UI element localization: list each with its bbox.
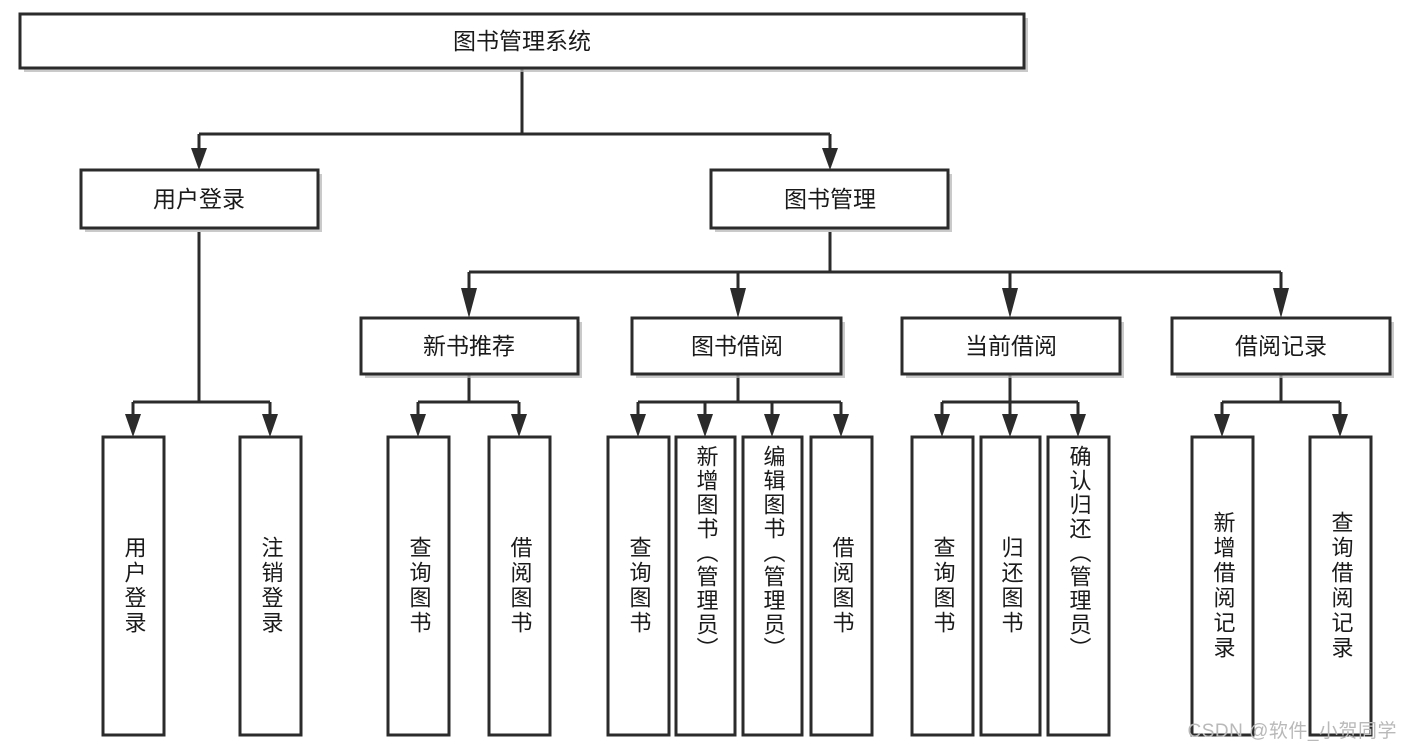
arrow-head-leaf-confirm-return — [1070, 414, 1086, 437]
arrow-head-leaf-borrow-book-2 — [833, 414, 849, 437]
arrow-head-bookmanage — [822, 148, 838, 170]
root-box — [18, 12, 1026, 70]
arrow-head-leaf-query-book-1 — [410, 414, 426, 437]
leaf-query-book-1-box[interactable] — [386, 435, 451, 737]
leaf-query-book-2-box[interactable] — [606, 435, 671, 737]
leaf-user-logout-box[interactable] — [238, 435, 303, 737]
arrow-head-userlogin — [191, 148, 207, 170]
leaf-confirm-return-box[interactable] — [1046, 435, 1111, 737]
arrow-head-new-book-rec — [461, 288, 477, 318]
node-root[interactable]: 图书管理系统 — [18, 12, 1028, 72]
arrow-head-leaf-query-book-2 — [630, 414, 646, 437]
arrow-head-leaf-query-book-3 — [934, 414, 950, 437]
leaf-edit-book-box[interactable] — [741, 435, 804, 737]
leaf-boxes-layer — [101, 435, 1373, 737]
arrow-head-leaf-edit-book — [764, 414, 780, 437]
leaf-add-record-box[interactable] — [1190, 435, 1255, 737]
leaf-user-login-box[interactable] — [101, 435, 166, 737]
leaf-query-book-3-box[interactable] — [910, 435, 975, 737]
current-borrow-label: 当前借阅 — [965, 333, 1057, 359]
leaf-borrow-book-1-box[interactable] — [487, 435, 552, 737]
node-user-login[interactable]: 用户登录 — [79, 168, 322, 232]
connector-layer — [125, 68, 1348, 437]
arrow-head-borrow-record — [1273, 288, 1289, 318]
root-label: 图书管理系统 — [453, 28, 591, 54]
user-login-label: 用户登录 — [153, 186, 245, 212]
book-borrow-label: 图书借阅 — [691, 333, 783, 359]
leaf-query-record-box[interactable] — [1308, 435, 1373, 737]
leaf-borrow-book-2-box[interactable] — [809, 435, 874, 737]
leaf-add-book-box[interactable] — [674, 435, 737, 737]
user-login-box — [79, 168, 320, 230]
book-manage-label: 图书管理 — [784, 186, 876, 212]
arrow-head-leaf-add-record — [1214, 414, 1230, 437]
arrow-head-leaf-return-book — [1002, 414, 1018, 437]
new-book-rec-label: 新书推荐 — [423, 333, 515, 359]
node-current-borrow[interactable]: 当前借阅 — [900, 316, 1124, 378]
node-borrow-record[interactable]: 借阅记录 — [1170, 316, 1394, 378]
arrow-head-book-borrow — [730, 288, 746, 318]
arrow-head-leaf-user-logout — [262, 414, 278, 437]
borrow-record-label: 借阅记录 — [1235, 333, 1327, 359]
borrow-record-box — [1170, 316, 1392, 376]
arrow-head-leaf-user-login — [125, 414, 141, 437]
arrow-head-leaf-borrow-book-1 — [511, 414, 527, 437]
new-book-rec-box — [359, 316, 580, 376]
arrow-head-leaf-add-book — [697, 414, 713, 437]
arrow-head-current-borrow — [1002, 288, 1018, 318]
book-borrow-box — [630, 316, 843, 376]
node-new-book-rec[interactable]: 新书推荐 — [359, 316, 582, 378]
arrow-head-leaf-query-record — [1332, 414, 1348, 437]
csdn-watermark: CSDN @软件_小贺同学 — [1187, 721, 1397, 742]
leaf-return-book-box[interactable] — [979, 435, 1042, 737]
current-borrow-box — [900, 316, 1122, 376]
book-manage-box — [709, 168, 950, 230]
node-book-manage[interactable]: 图书管理 — [709, 168, 952, 232]
node-book-borrow[interactable]: 图书借阅 — [630, 316, 845, 378]
